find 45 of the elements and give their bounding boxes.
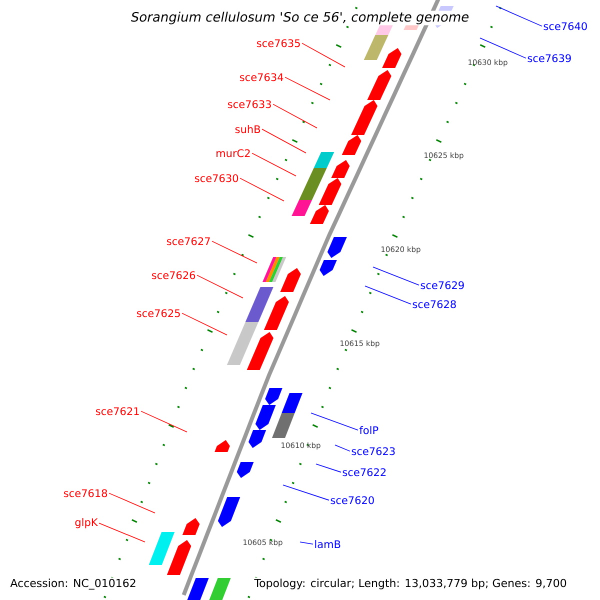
leader-line xyxy=(196,274,244,298)
leader-line xyxy=(108,492,156,514)
gene-label: sce7640 xyxy=(544,22,587,30)
leader-line xyxy=(98,522,146,542)
gene-label: murC2 xyxy=(216,149,250,158)
leader-line xyxy=(252,152,296,176)
gene-label: folP xyxy=(359,426,378,434)
gene-label: sce7634 xyxy=(240,73,284,82)
gene-label: sce7620 xyxy=(330,496,374,504)
leader-line xyxy=(140,410,188,432)
gene-label: sce7625 xyxy=(136,309,180,318)
leader-line xyxy=(310,412,358,430)
leader-line xyxy=(182,312,228,336)
gene-label: lamB xyxy=(315,540,340,548)
leader-line xyxy=(284,76,330,100)
gene-label: sce7618 xyxy=(64,489,108,498)
gene-label: sce7635 xyxy=(256,39,300,48)
leader-line xyxy=(212,240,258,264)
leader-line xyxy=(334,444,350,452)
gene-label: sce7621 xyxy=(96,407,139,416)
gene-label: glpK xyxy=(75,518,98,528)
gene-label: sce7633 xyxy=(228,100,271,108)
gene-label: sce7626 xyxy=(152,271,196,280)
gene-label: sce7630 xyxy=(194,174,238,182)
leader-line xyxy=(300,542,314,544)
leader-line xyxy=(240,178,284,202)
gene-label: sce7623 xyxy=(352,447,395,456)
gene-label: sce7627 xyxy=(166,237,210,246)
leader-line xyxy=(282,484,330,501)
gene-label: sce7622 xyxy=(342,468,386,476)
leader-line xyxy=(272,104,318,128)
leader-line xyxy=(480,38,526,59)
gene-label: sce7629 xyxy=(420,281,464,290)
leader-line xyxy=(496,6,542,27)
gene-label: sce7639 xyxy=(528,54,571,62)
gene-label: suhB xyxy=(235,125,260,134)
leader-line xyxy=(316,464,342,473)
accession-label: Accession: NC_010162 xyxy=(9,578,138,591)
leader-line xyxy=(364,286,412,305)
leader-line xyxy=(262,128,306,154)
gene-label: sce7628 xyxy=(412,300,456,308)
title: Sorangium cellulosum 'So ce 56', complete genome xyxy=(130,10,470,26)
leader-line xyxy=(302,42,346,68)
leader-line xyxy=(372,266,420,286)
genome-info: Topology: circular; Length: 13,033,779 bp; Genes: 9,700 xyxy=(253,578,568,590)
